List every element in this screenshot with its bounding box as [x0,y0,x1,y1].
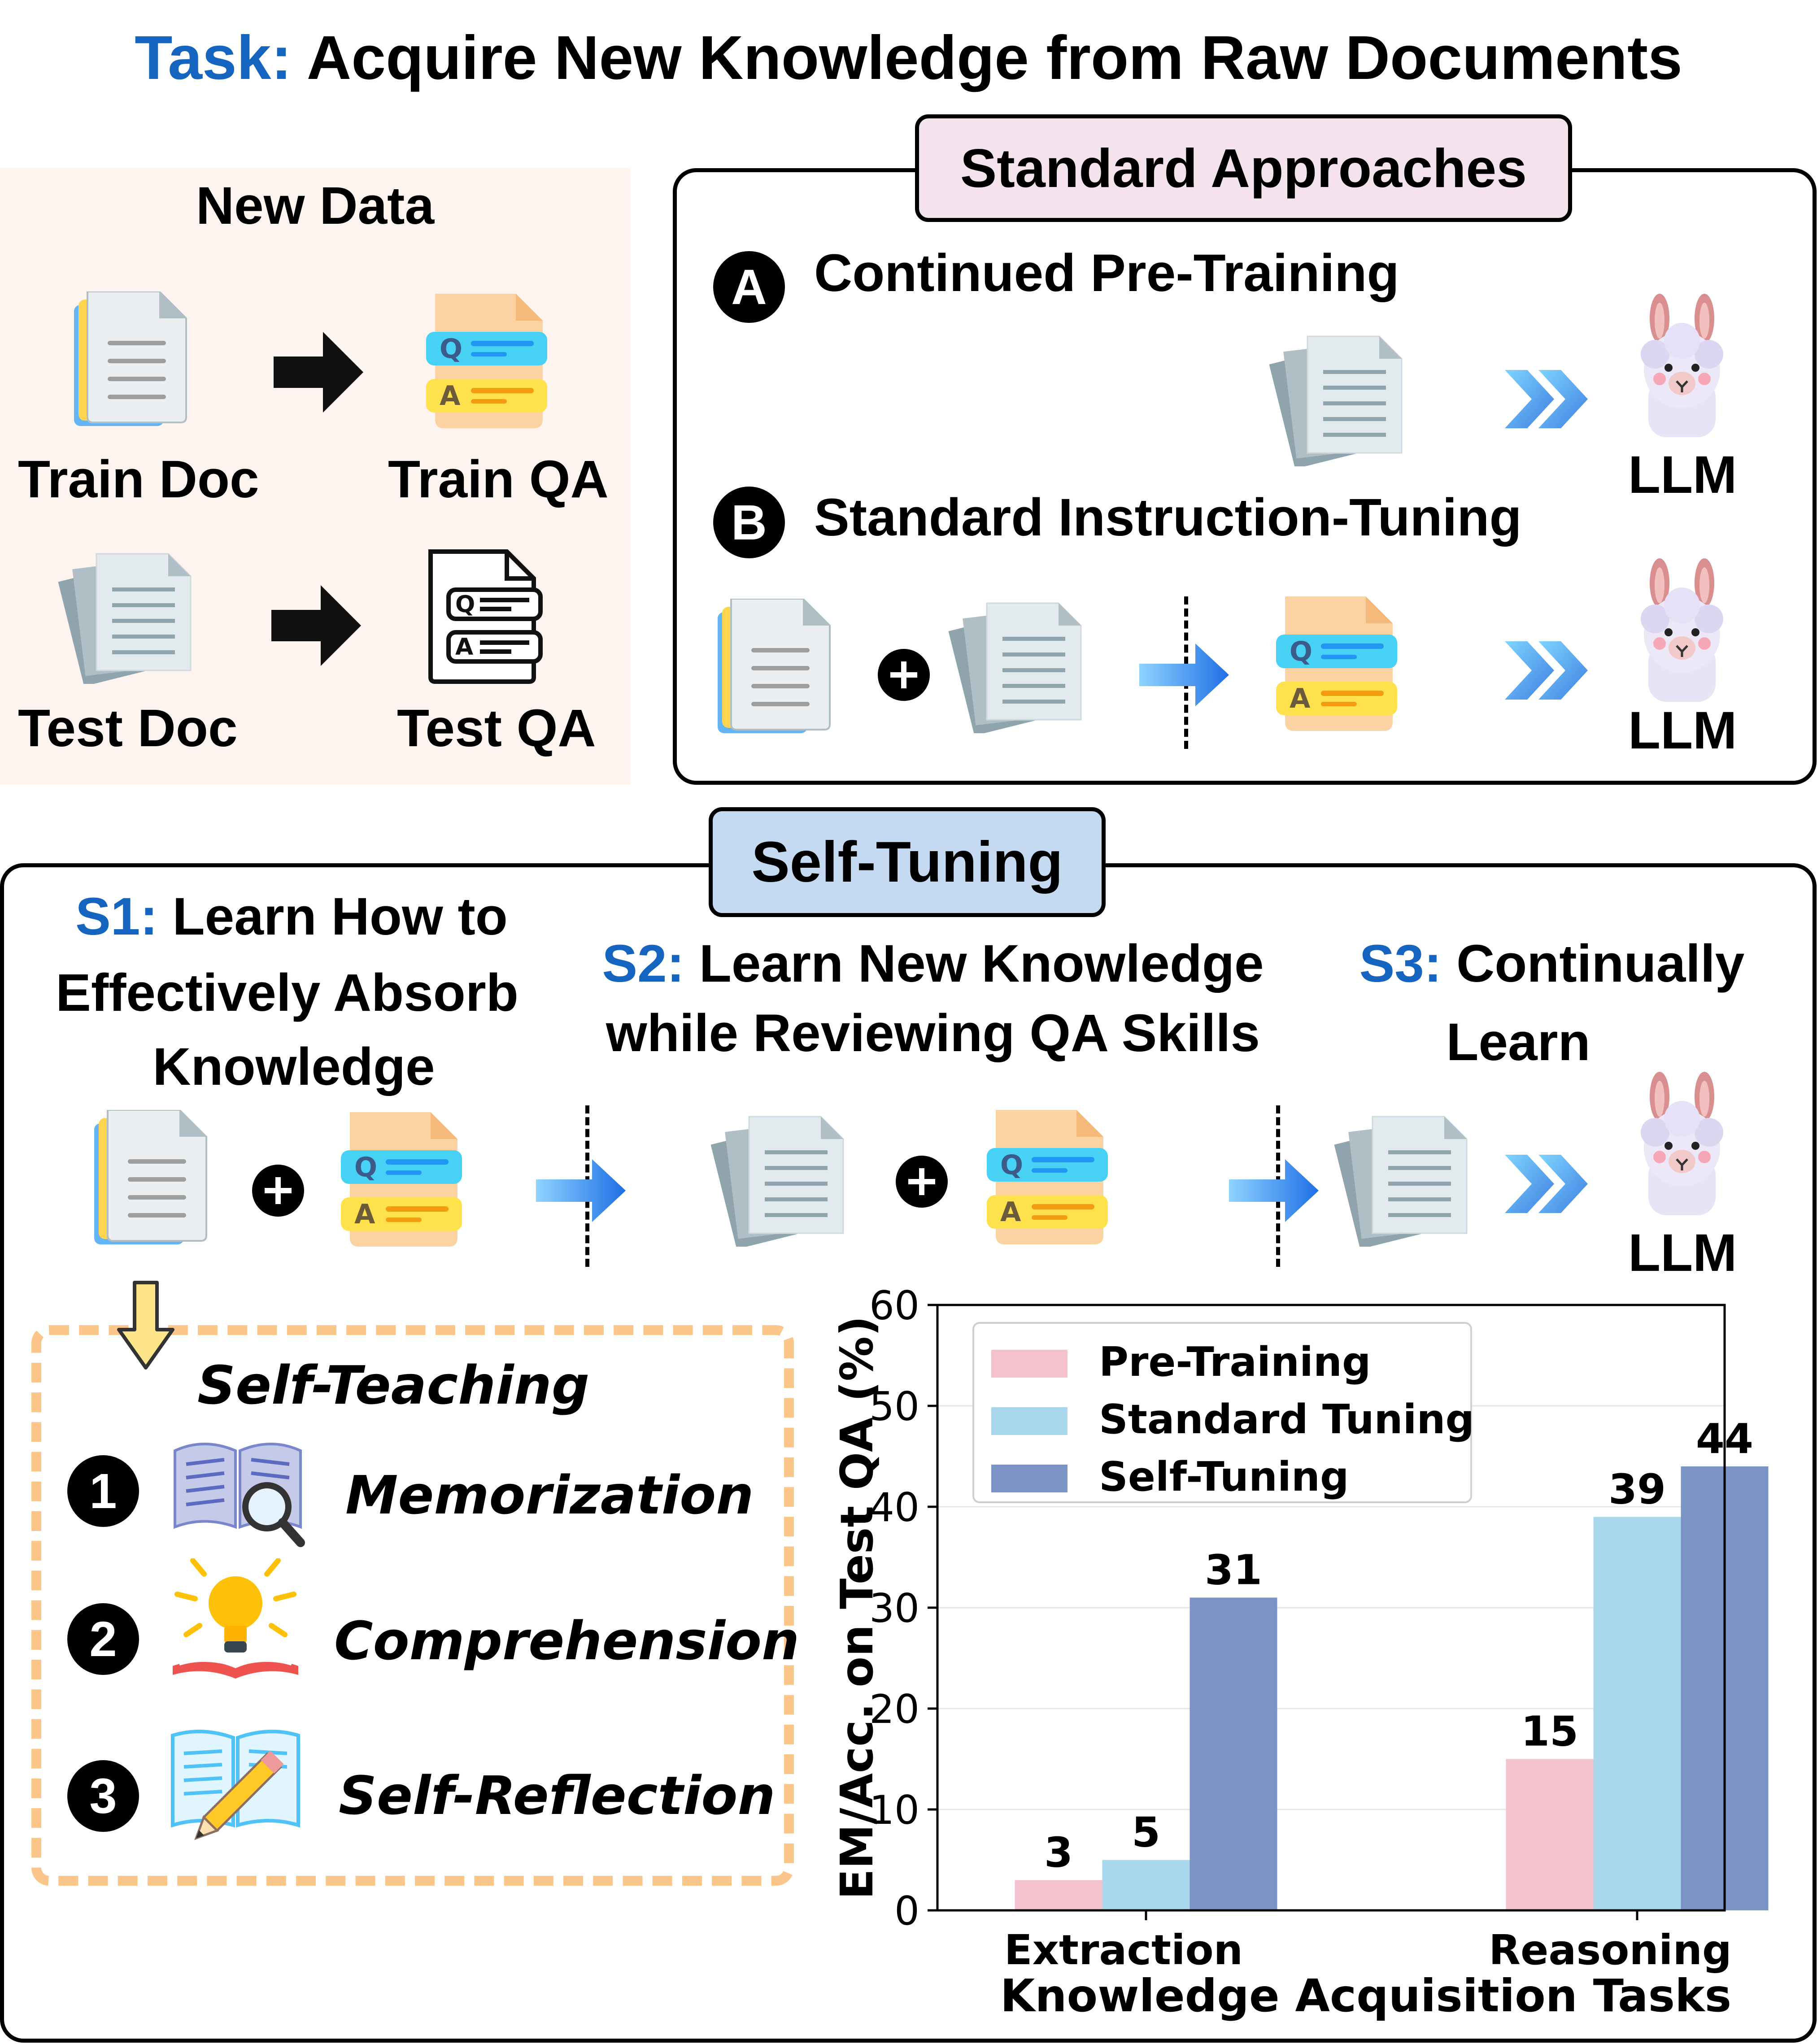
legend-label: Standard Tuning [1099,1396,1474,1443]
self-reflection-label: Self-Reflection [339,1765,776,1827]
y-axis-label: EM/Acc. on Test QA (%) [831,1316,883,1900]
new-data-header: New Data [196,176,435,235]
memorization-label: Memorization [345,1464,754,1526]
legend-label: Pre-Training [1099,1339,1371,1386]
y-tick-label: 60 [869,1283,919,1329]
legend-label: Self-Tuning [1099,1453,1349,1500]
step-number-badge: 2 [67,1603,139,1675]
test-doc-label: Test Doc [18,699,238,758]
standard-approaches-header: Standard Approaches [915,114,1572,222]
bar [1102,1860,1190,1910]
train-qa-label: Train QA [388,450,609,509]
y-tick-label: 30 [869,1585,919,1631]
bar-value-label: 39 [1608,1466,1666,1513]
figure-title: Task: Acquire New Knowledge from Raw Doc… [0,27,1817,89]
legend-swatch [991,1407,1068,1435]
llm-label: LLM [1628,701,1737,760]
legend-swatch [991,1350,1068,1378]
s1-line1: Learn How to [172,887,508,946]
s3-prefix: S3: [1359,934,1442,993]
x-tick-label: Extraction [1004,1926,1243,1974]
s1-title: S1: Learn How to [0,890,583,943]
comprehension-label: Comprehension [334,1610,800,1672]
y-tick-label: 50 [869,1383,919,1430]
step-number-badge: 1 [67,1455,139,1527]
s2-title: S2: Learn New Knowledge [538,937,1328,990]
s2-prefix: S2: [602,934,684,993]
legend-box [972,1322,1472,1503]
y-tick-label: 40 [869,1484,919,1531]
bar-value-label: 5 [1132,1809,1160,1857]
badge-a: A [713,251,785,323]
badge-b: B [713,487,785,558]
standard-instruction-tuning-label: Standard Instruction-Tuning [814,488,1522,547]
s3-line2: Learn [1446,1013,1590,1072]
bar-value-label: 15 [1521,1708,1578,1756]
train-doc-label: Train Doc [18,450,259,509]
s2-line2: while Reviewing QA Skills [606,1004,1260,1063]
y-tick-label: 0 [894,1888,919,1934]
title-text: Acquire New Knowledge from Raw Documents [306,23,1682,92]
llm-label: LLM [1628,445,1737,504]
title-prefix: Task: [135,23,292,92]
s2-line1: Learn New Knowledge [699,934,1264,993]
llm-label: LLM [1628,1223,1737,1283]
self-teaching-box [31,1325,794,1886]
bar [1506,1759,1594,1910]
x-axis-label: Knowledge Acquisition Tasks [1000,1970,1731,2022]
test-qa-label: Test QA [397,699,596,758]
continued-pretraining-label: Continued Pre-Training [814,244,1399,303]
bar [1190,1597,1277,1910]
bar-value-label: 3 [1044,1829,1073,1877]
bar-value-label: 31 [1205,1546,1262,1594]
s1-prefix: S1: [75,887,158,946]
s3-line1: Continually [1456,934,1745,993]
self-teaching-header: Self-Teaching [197,1354,590,1416]
y-tick-label: 10 [869,1787,919,1833]
s1-line3: Knowledge [153,1037,435,1096]
x-tick-label: Reasoning [1489,1926,1732,1974]
s1-line2: Effectively Absorb [56,963,519,1022]
bar [1015,1880,1102,1910]
bar [1593,1517,1681,1910]
step-number-badge: 3 [67,1760,139,1832]
s3-title: S3: Continually [1283,937,1817,990]
self-tuning-header: Self-Tuning [709,807,1106,917]
legend-swatch [991,1465,1068,1492]
y-tick-label: 20 [869,1686,919,1732]
